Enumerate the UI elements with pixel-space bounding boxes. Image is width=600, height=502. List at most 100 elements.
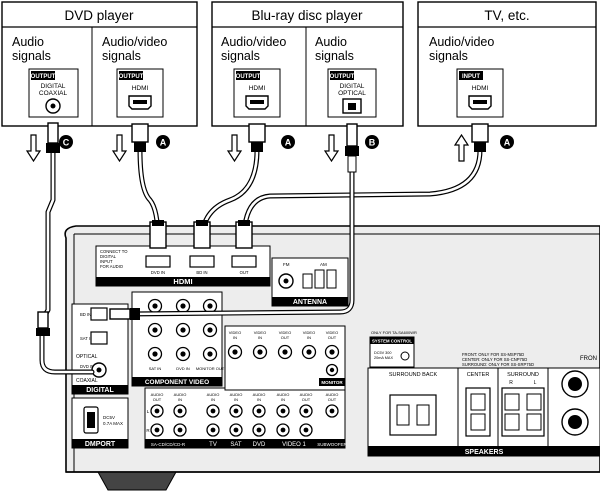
bottom-group-label: SAT bbox=[230, 442, 242, 448]
video-jack-label: IN bbox=[233, 335, 237, 340]
receiver-audio-video-jacks: VIDEOINVIDEOINVIDEOOUTVIDEOINVIDEOOUTAUD… bbox=[144, 325, 348, 449]
signal-flow-arrows bbox=[25, 133, 470, 163]
rca-jack bbox=[299, 423, 313, 437]
rca-jack bbox=[175, 346, 191, 362]
dmport-label: DMPORT bbox=[85, 441, 116, 448]
rca-jack bbox=[325, 363, 339, 377]
bluray-col1-line1: Audio/video bbox=[221, 35, 286, 49]
digital-sat-in-label: SAT IN bbox=[80, 336, 93, 341]
comp-monitor-out-label: MONITOR OUT bbox=[196, 366, 225, 371]
dmport-spec-1: DC5V bbox=[103, 415, 115, 420]
cable-plugs bbox=[36, 122, 489, 336]
rca-jack bbox=[229, 423, 243, 437]
rca-jack bbox=[299, 404, 313, 418]
audio-jack-label: AUDIO bbox=[151, 392, 164, 397]
antenna-fm-label: FM bbox=[283, 262, 290, 267]
surround-label: SURROUND bbox=[507, 372, 539, 378]
receiver-hdmi-section: HDMI CONNECT TO DIGITAL INPUT FOR AUDIO … bbox=[95, 245, 271, 287]
tv-hdmi-badge: INPUT bbox=[462, 74, 480, 80]
marker-c: C bbox=[63, 138, 70, 148]
audio-jack-label: AUDIO bbox=[277, 392, 290, 397]
rca-jack bbox=[252, 344, 268, 360]
audio-jack-label: IN bbox=[257, 397, 261, 402]
video-jack-label: VIDEO bbox=[229, 330, 241, 335]
monitor-small-label: MONITOR bbox=[321, 380, 343, 385]
receiver-speakers-section: FRONT: ONLY FOR SS-MSP75D CENTER: ONLY F… bbox=[367, 352, 600, 457]
rca-jack bbox=[229, 404, 243, 418]
audio-jack-label: IN bbox=[178, 397, 182, 402]
dvd-col1-line2: signals bbox=[12, 49, 51, 63]
comp-sat-in-label: SAT IN bbox=[149, 366, 162, 371]
video-jack-label: OUT bbox=[281, 335, 290, 340]
audio-jack-label: OUT bbox=[328, 397, 337, 402]
antenna-label: ANTENNA bbox=[293, 299, 327, 306]
dvd-col2-line1: Audio/video bbox=[102, 35, 167, 49]
hdmi-note-4: FOR AUDIO bbox=[100, 264, 124, 269]
cable-markers: C A A B A bbox=[59, 135, 514, 149]
digital-bd-in-label: BD IN bbox=[80, 312, 91, 317]
receiver-hdmi-port-bd-in: BD IN bbox=[189, 255, 215, 275]
rca-jack bbox=[147, 322, 163, 338]
antenna-am-label: AM bbox=[320, 262, 327, 267]
dvd-player-box: DVD player Audio signals Audio/video sig… bbox=[1, 1, 198, 127]
rca-jack bbox=[276, 404, 290, 418]
hdmi-note-1: CONNECT TO bbox=[100, 249, 128, 254]
hdmi-section-label: HDMI bbox=[173, 277, 192, 286]
system-control-spec-1: DC5V 300 bbox=[374, 351, 392, 355]
audio-jack-label: AUDIO bbox=[326, 392, 339, 397]
rca-jack bbox=[227, 344, 243, 360]
bluray-col2-line2: signals bbox=[315, 49, 354, 63]
rca-jack bbox=[324, 344, 340, 360]
surround-l-label: L bbox=[534, 380, 537, 386]
component-video-label: COMPONENT VIDEO bbox=[145, 379, 209, 386]
marker-a-dvd: A bbox=[160, 138, 167, 148]
bluray-optical-badge: OUTPUT bbox=[330, 74, 355, 80]
dvd-hdmi-badge: OUTPUT bbox=[119, 74, 144, 80]
tv-title: TV, etc. bbox=[484, 8, 529, 23]
receiver-antenna-section: ANTENNA FM AM bbox=[271, 257, 349, 307]
receiver-system-control: ONLY FOR TA-SA600WR SYSTEM CONTROL DC5V … bbox=[369, 330, 417, 368]
rca-jack bbox=[301, 344, 317, 360]
marker-b: B bbox=[369, 138, 376, 148]
bluray-optical-output-port: OUTPUT DIGITAL OPTICAL bbox=[327, 68, 377, 118]
arrow-down-icon bbox=[111, 134, 128, 163]
arrow-down-icon bbox=[25, 134, 42, 163]
rca-jack bbox=[147, 298, 163, 314]
bluray-col1-line2: signals bbox=[221, 49, 260, 63]
audio-jack-label: AUDIO bbox=[300, 392, 313, 397]
comp-dvd-in-label: DVD IN bbox=[176, 366, 190, 371]
bluray-optical-label2: OPTICAL bbox=[338, 90, 366, 97]
tv-col1-line2: signals bbox=[429, 49, 468, 63]
rca-jack bbox=[173, 423, 187, 437]
bluray-col2-line1: Audio bbox=[315, 35, 347, 49]
audio-jack-label: AUDIO bbox=[174, 392, 187, 397]
bottom-group-label: SUBWOOFER bbox=[317, 442, 347, 447]
speaker-note-2: CENTER: ONLY FOR SS-CNP75D bbox=[462, 357, 527, 362]
video-jack-label: IN bbox=[307, 335, 311, 340]
hdmi-port-dvd-label: DVD IN bbox=[151, 270, 165, 275]
bluray-optical-label1: DIGITAL bbox=[340, 83, 365, 90]
video-jack-label: VIDEO bbox=[326, 330, 338, 335]
optical-label: OPTICAL bbox=[76, 354, 98, 360]
rca-jack bbox=[147, 346, 163, 362]
speaker-note-3: SURROUND: ONLY FOR SS-SRP75D bbox=[462, 362, 534, 367]
audio-jack-label: AUDIO bbox=[230, 392, 243, 397]
rca-jack bbox=[202, 346, 218, 362]
digital-dvd-in-label: DVD IN bbox=[80, 364, 94, 369]
rca-jack bbox=[202, 298, 218, 314]
bottom-group-label: VIDEO 1 bbox=[282, 442, 306, 448]
hdmi-port-bd-label: BD IN bbox=[196, 270, 207, 275]
speaker-note-1: FRONT: ONLY FOR SS-MSP75D bbox=[462, 352, 524, 357]
center-label: CENTER bbox=[467, 372, 490, 378]
video-jack-label: OUT bbox=[328, 335, 337, 340]
video-jack-label: VIDEO bbox=[303, 330, 315, 335]
arrow-down-icon bbox=[226, 134, 243, 163]
video-jack-label: VIDEO bbox=[254, 330, 266, 335]
audio-jack-label: AUDIO bbox=[253, 392, 266, 397]
speakers-label: SPEAKERS bbox=[465, 449, 504, 456]
front-partial-label: FRON bbox=[580, 356, 597, 362]
audio-jack-label: IN bbox=[234, 397, 238, 402]
surround-back-label: SURROUND BACK bbox=[389, 372, 438, 378]
